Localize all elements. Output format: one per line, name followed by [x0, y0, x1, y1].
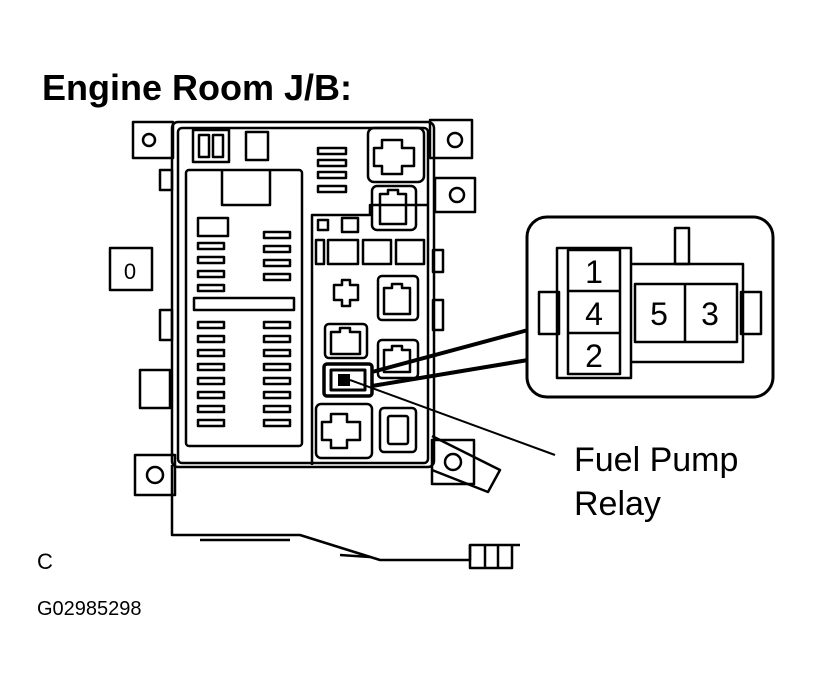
diagram-title: Engine Room J/B:	[42, 67, 353, 108]
terminal-5-label: 5	[650, 296, 668, 332]
callout-line-1: Fuel Pump	[574, 441, 739, 479]
mini-fuses-top	[316, 146, 348, 194]
callout-line-2: Relay	[574, 485, 661, 524]
terminal-4-label: 4	[585, 296, 603, 332]
terminal-2-label: 2	[585, 338, 603, 374]
relay-pinout-callout	[525, 215, 775, 399]
fuse-panel	[184, 128, 348, 448]
terminal-3-label: 3	[701, 296, 719, 332]
figure-id: G02985298	[37, 598, 142, 620]
junction-box-mark: 0	[124, 259, 136, 284]
junction-box-housing	[108, 118, 520, 570]
fuse-slots-left	[196, 241, 226, 428]
relay-section	[310, 126, 502, 494]
terminal-1-label: 1	[585, 254, 603, 290]
leader-lines	[349, 328, 556, 456]
relay-terminal-numbers: 1 4 2 5 3 0	[124, 254, 719, 374]
fuel-pump-relay-socket	[322, 362, 374, 398]
view-letter: C	[37, 549, 53, 574]
fuse-slots-right	[262, 230, 292, 428]
fuel-pump-relay-label: Fuel Pump Relay	[574, 438, 738, 526]
